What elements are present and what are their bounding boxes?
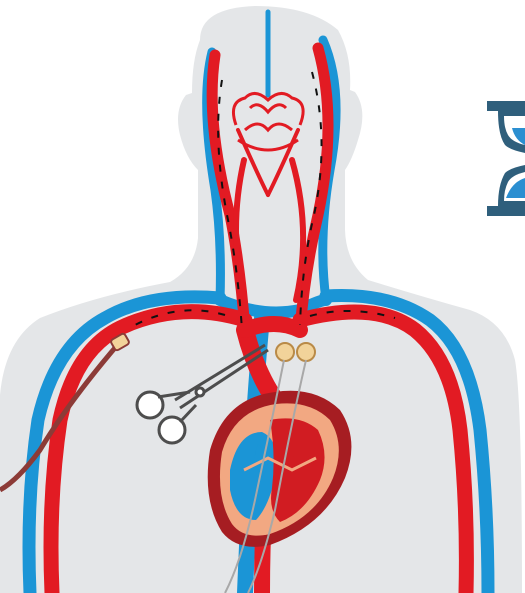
artery-aortic-arch (245, 324, 300, 330)
hourglass-icon (487, 101, 525, 216)
